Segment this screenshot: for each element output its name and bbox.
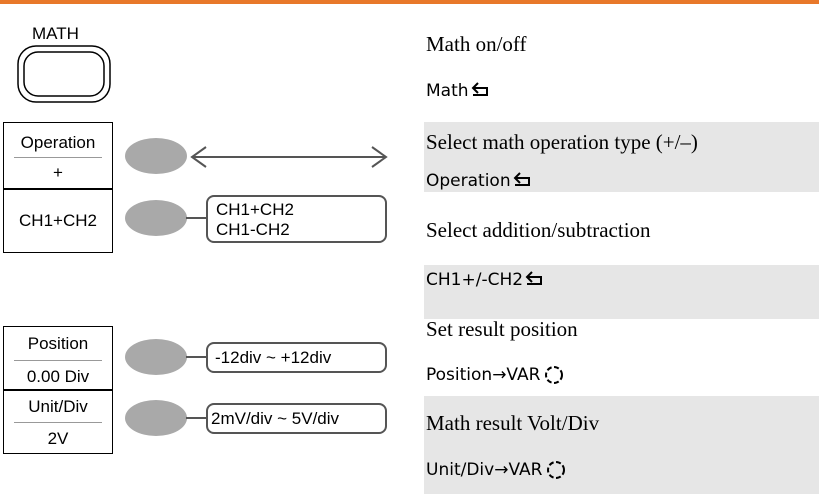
cmd-unit-var: Unit/Div→VAR — [426, 459, 567, 481]
variable-knob-icon — [547, 461, 566, 479]
header-accent-bar — [0, 0, 819, 4]
position-range-text: -12div ~ +12div — [215, 348, 332, 367]
double-arrow-icon — [190, 146, 388, 168]
position-softkey-value: 0.00 Div — [26, 367, 90, 386]
cmd-position-var-label: Position→VAR — [426, 365, 541, 385]
math-button[interactable] — [16, 44, 112, 104]
desc-volt-div: Math result Volt/Div — [426, 411, 600, 435]
row-shade-3 — [424, 396, 819, 494]
unit-knob[interactable] — [125, 400, 187, 436]
position-softkey-title: Position — [27, 334, 89, 353]
return-arrow-icon — [513, 172, 530, 186]
cmd-math-label: Math — [426, 81, 469, 101]
operation-softkey-value: + — [53, 163, 63, 182]
cmd-ch1-ch2-label: CH1+/-CH2 — [426, 270, 524, 290]
variable-knob-icon — [545, 366, 564, 384]
connector-lines — [186, 146, 388, 419]
math-button-label: MATH — [32, 24, 79, 43]
softkey-divider — [14, 157, 102, 158]
position-knob[interactable] — [125, 339, 187, 375]
desc-math-onoff: Math on/off — [426, 32, 527, 56]
return-arrow-icon — [471, 82, 488, 96]
operation-softkey[interactable]: Operation + — [3, 122, 113, 189]
desc-add-subtract: Select addition/subtraction — [426, 218, 651, 242]
unit-range-text: 2mV/div ~ 5V/div — [211, 409, 340, 428]
position-range-box: -12div ~ +12div — [206, 342, 387, 373]
desc-operation-type: Select math operation type (+/–) — [426, 130, 698, 154]
unit-softkey-title: Unit/Div — [28, 397, 88, 416]
softkey-divider — [14, 360, 102, 361]
source-softkey[interactable]: CH1+CH2 — [3, 189, 113, 253]
operation-knob[interactable] — [125, 138, 187, 174]
position-softkey[interactable]: Position 0.00 Div — [3, 326, 113, 390]
operation-softkey-title: Operation — [20, 133, 96, 152]
cmd-operation: Operation — [426, 171, 532, 191]
option-ch1-plus-ch2: CH1+CH2 — [216, 200, 294, 219]
source-softkey-label: CH1+CH2 — [19, 211, 97, 230]
cmd-math: Math — [426, 81, 490, 101]
desc-result-position: Set result position — [426, 317, 578, 341]
cmd-position-var: Position→VAR — [426, 364, 565, 386]
source-knob[interactable] — [125, 200, 187, 236]
unit-range-box: 2mV/div ~ 5V/div — [206, 403, 387, 434]
operation-options-box: CH1+CH2 CH1-CH2 — [206, 195, 387, 243]
softkey-divider — [14, 422, 102, 423]
row-shade-2 — [424, 265, 819, 319]
cmd-unit-var-label: Unit/Div→VAR — [426, 460, 543, 480]
option-ch1-minus-ch2: CH1-CH2 — [216, 220, 290, 239]
return-arrow-icon — [525, 271, 543, 285]
unit-softkey[interactable]: Unit/Div 2V — [3, 390, 113, 454]
unit-softkey-value: 2V — [47, 429, 69, 448]
cmd-operation-label: Operation — [426, 171, 511, 191]
row-shade-1 — [424, 122, 819, 192]
cmd-ch1-ch2: CH1+/-CH2 — [426, 270, 544, 290]
